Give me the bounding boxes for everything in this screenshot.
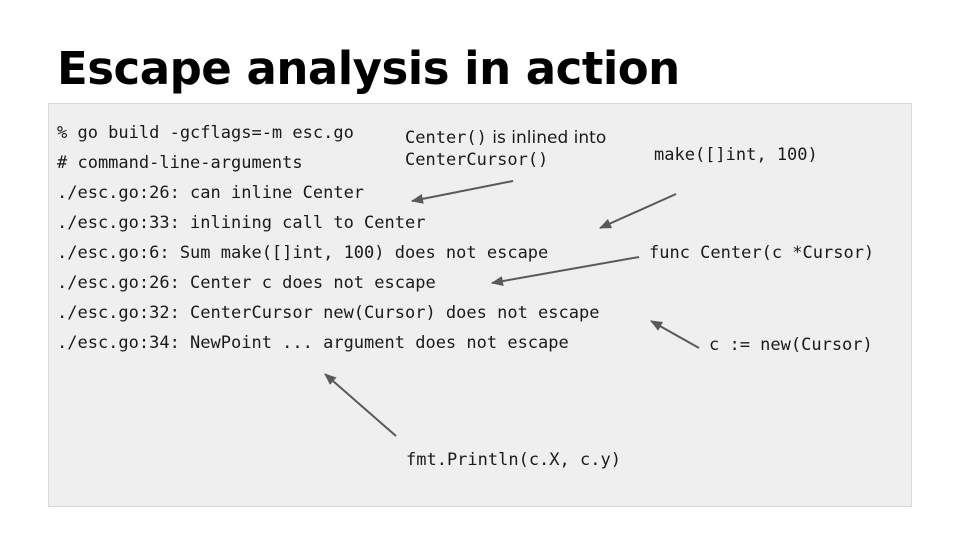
- annotation-make-call: make([]int, 100): [654, 145, 818, 165]
- code-line-center-c: ./esc.go:26: Center c does not escape: [57, 273, 436, 293]
- code-line-inlining-call: ./esc.go:33: inlining call to Center: [57, 213, 426, 233]
- annotation-center-cursor-code: CenterCursor(): [405, 150, 549, 170]
- annotation-center-inlined-line1: Center() is inlined into: [405, 128, 606, 148]
- arrow-to-new-point: [324, 373, 397, 437]
- annotation-new-cursor: c := new(Cursor): [709, 335, 873, 355]
- arrow-to-can-inline: [411, 180, 514, 204]
- code-output-panel: [48, 103, 912, 507]
- arrow-to-sum-make: [599, 193, 677, 229]
- annotation-println-call: fmt.Println(c.X, c.y): [406, 450, 621, 470]
- code-line-sum-make: ./esc.go:6: Sum make([]int, 100) does no…: [57, 243, 549, 263]
- code-line-can-inline: ./esc.go:26: can inline Center: [57, 183, 365, 203]
- annotation-func-center: func Center(c *Cursor): [649, 243, 875, 263]
- arrow-to-center-c: [491, 256, 640, 287]
- arrow-to-center-cursor: [650, 320, 700, 349]
- code-line-new-point: ./esc.go:34: NewPoint ... argument does …: [57, 333, 569, 353]
- code-line-build-command: % go build -gcflags=-m esc.go: [57, 123, 354, 143]
- slide-title: Escape analysis in action: [57, 42, 680, 95]
- code-line-center-cursor: ./esc.go:32: CenterCursor new(Cursor) do…: [57, 303, 600, 323]
- annotation-center-code: Center(): [405, 128, 487, 148]
- annotation-inlined-text: is inlined into: [486, 128, 607, 148]
- code-line-package: # command-line-arguments: [57, 153, 303, 173]
